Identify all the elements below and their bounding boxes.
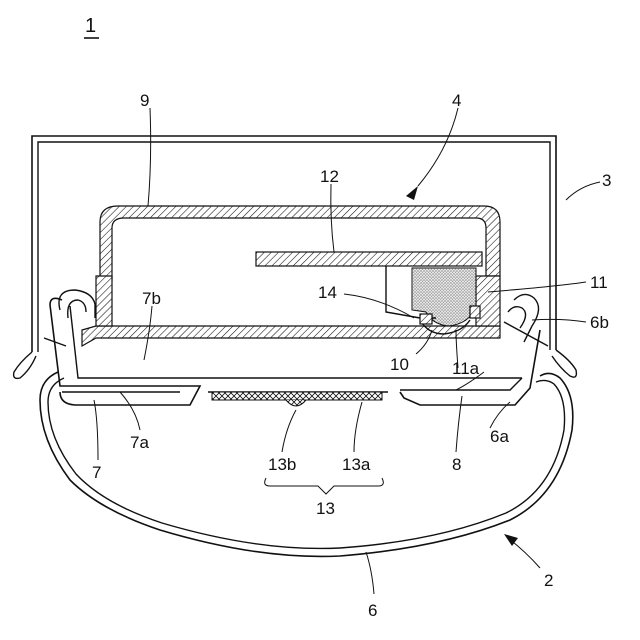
diffuser-bump-13b [286, 400, 306, 406]
figure-title-ref: 1 [85, 15, 96, 37]
label-13b: 13b [268, 455, 296, 474]
label-11a: 11a [452, 359, 480, 378]
label-7b: 7b [142, 289, 161, 308]
arrow-4 [406, 186, 418, 200]
label-13a: 13a [342, 455, 371, 474]
label-12: 12 [320, 167, 339, 186]
label-2: 2 [544, 571, 553, 590]
label-13: 13 [316, 499, 335, 518]
circuit-board-12 [256, 252, 482, 266]
label-9: 9 [140, 91, 149, 110]
leader-lines [94, 108, 600, 594]
label-6b: 6b [590, 313, 609, 332]
label-11: 11 [590, 273, 608, 292]
label-7a: 7a [130, 433, 149, 452]
label-14: 14 [318, 283, 337, 302]
label-3: 3 [602, 171, 611, 190]
label-4: 4 [452, 91, 461, 110]
label-6a: 6a [490, 427, 509, 446]
diffuser-sheet-13a [212, 392, 382, 400]
label-8: 8 [452, 455, 461, 474]
label-6: 6 [368, 601, 377, 620]
label-7: 7 [92, 463, 101, 482]
label-10: 10 [390, 355, 409, 374]
